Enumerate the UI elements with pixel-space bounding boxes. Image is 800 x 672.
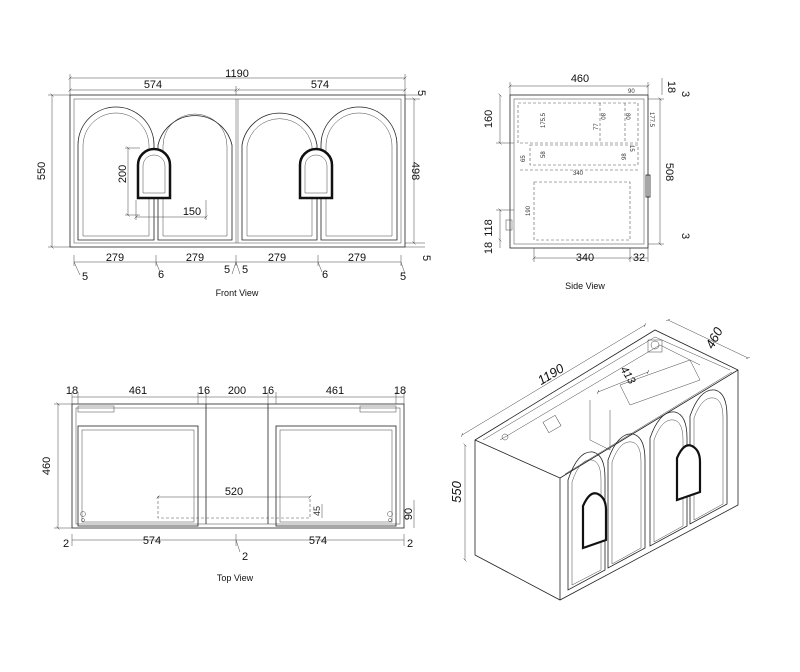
iso-cabinet-outline bbox=[474, 329, 739, 601]
front-gap-mid: 5 bbox=[224, 264, 230, 276]
front-gap-6a: 6 bbox=[158, 269, 164, 281]
top-d16b: 16 bbox=[262, 385, 274, 397]
side-small-80a: 80 bbox=[599, 113, 605, 120]
iso-handle bbox=[675, 444, 702, 502]
front-door-1: 279 bbox=[106, 252, 124, 264]
iso-width: 1190 bbox=[535, 360, 567, 388]
front-cabinet-outline bbox=[69, 94, 406, 248]
side-bottom-width: 340 bbox=[576, 252, 594, 264]
iso-inner: 413 bbox=[618, 364, 638, 387]
top-d18b: 18 bbox=[394, 385, 406, 397]
top-view-caption: Top View bbox=[217, 573, 254, 583]
front-overall-width: 1190 bbox=[225, 68, 249, 80]
iso-arch bbox=[649, 411, 688, 547]
side-small-175: 175.5 bbox=[541, 112, 547, 128]
side-bottom-18: 18 bbox=[483, 242, 495, 254]
front-inner-height: 498 bbox=[409, 162, 421, 180]
side-cabinet-outline bbox=[509, 94, 649, 249]
side-small-177: 177.5 bbox=[648, 112, 654, 128]
top-cabinet-outline bbox=[71, 403, 405, 529]
side-top-18: 18 bbox=[665, 81, 677, 93]
side-small-340: 340 bbox=[573, 171, 584, 177]
top-b2mid: 2 bbox=[242, 551, 248, 563]
side-view: 460 160 118 18 18 3 508 3 340 32 90 80 8… bbox=[483, 73, 691, 291]
front-handle-height: 200 bbox=[117, 165, 129, 183]
top-d90: 90 bbox=[403, 508, 415, 520]
front-height: 550 bbox=[36, 162, 48, 180]
front-handle-width: 150 bbox=[183, 206, 201, 218]
top-b574a: 574 bbox=[143, 535, 161, 547]
top-b2b: 2 bbox=[407, 538, 413, 550]
front-view-caption: Front View bbox=[216, 288, 259, 298]
front-gap-left: 5 bbox=[82, 271, 88, 283]
front-right-half: 574 bbox=[311, 79, 329, 91]
front-left-half: 574 bbox=[144, 79, 162, 91]
side-top-rail: 160 bbox=[483, 110, 495, 128]
front-top-gap: 5 bbox=[415, 90, 427, 96]
side-depth: 460 bbox=[571, 73, 589, 85]
side-small-77: 77 bbox=[594, 123, 600, 130]
door-arch bbox=[320, 106, 398, 241]
side-bottom-3: 3 bbox=[679, 233, 691, 239]
side-small-15: 15 bbox=[628, 145, 634, 152]
handle bbox=[298, 147, 334, 200]
side-height: 508 bbox=[663, 163, 675, 181]
front-gap-6b: 6 bbox=[322, 269, 328, 281]
front-door-2: 279 bbox=[186, 252, 204, 264]
front-door-4: 279 bbox=[348, 252, 366, 264]
door-arch bbox=[241, 112, 318, 241]
side-small-190: 190 bbox=[526, 205, 532, 216]
side-view-caption: Side View bbox=[565, 281, 605, 291]
top-view: 18 461 16 200 16 461 18 460 520 45 90 2 … bbox=[41, 385, 415, 583]
top-d18a: 18 bbox=[66, 385, 78, 397]
handle bbox=[136, 147, 172, 200]
front-gap-mid2: 5 bbox=[242, 264, 248, 276]
top-d16a: 16 bbox=[198, 385, 210, 397]
door-arch bbox=[157, 115, 233, 241]
front-door-arches bbox=[77, 106, 398, 241]
side-top-3: 3 bbox=[679, 91, 691, 97]
top-b574b: 574 bbox=[309, 535, 327, 547]
top-d45: 45 bbox=[312, 506, 322, 516]
front-door-3: 279 bbox=[268, 252, 286, 264]
front-bottom-gap: 5 bbox=[420, 255, 432, 261]
side-bottom-118: 118 bbox=[483, 219, 495, 237]
iso-arch bbox=[607, 433, 646, 569]
iso-handle bbox=[581, 492, 608, 550]
top-d200: 200 bbox=[228, 385, 246, 397]
front-handles bbox=[136, 147, 334, 200]
iso-depth: 460 bbox=[702, 324, 726, 351]
top-d461a: 461 bbox=[129, 385, 147, 397]
isometric-view: 1190 460 550 413 bbox=[449, 320, 748, 601]
side-small-90: 90 bbox=[628, 89, 635, 95]
door-arch bbox=[77, 106, 155, 241]
side-small-58: 58 bbox=[541, 151, 547, 158]
top-inner: 520 bbox=[225, 486, 243, 498]
side-bottom-32: 32 bbox=[633, 252, 645, 264]
iso-arch bbox=[567, 451, 606, 591]
side-small-65: 65 bbox=[521, 155, 527, 162]
top-depth: 460 bbox=[41, 457, 53, 475]
front-view: 1190 574 574 550 498 5 5 200 150 bbox=[36, 68, 432, 298]
side-small-98: 98 bbox=[622, 153, 628, 160]
front-gap-right: 5 bbox=[400, 271, 406, 283]
side-small-80b: 80 bbox=[624, 113, 630, 120]
top-d461b: 461 bbox=[326, 385, 344, 397]
iso-door-arches bbox=[567, 389, 728, 591]
iso-arch bbox=[689, 389, 728, 525]
iso-height: 550 bbox=[449, 480, 464, 502]
top-b2a: 2 bbox=[63, 538, 69, 550]
